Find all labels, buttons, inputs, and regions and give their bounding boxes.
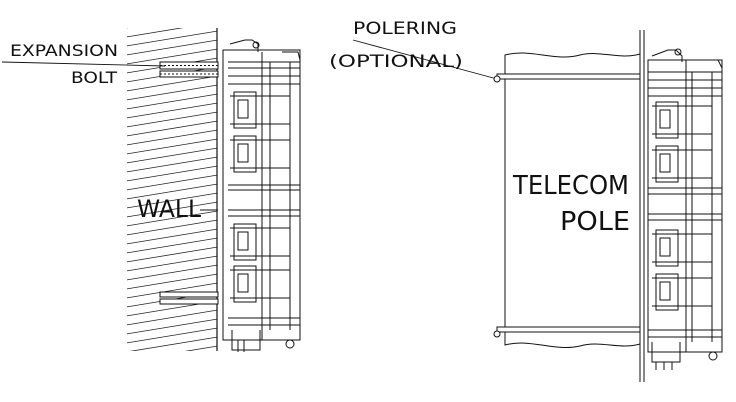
hatch-line xyxy=(127,183,217,200)
expansion-leader-line xyxy=(1,61,166,67)
wall-label: WALL xyxy=(137,195,202,223)
left-splice-trays xyxy=(230,91,290,303)
hatch-line xyxy=(127,255,217,272)
hatch-line xyxy=(127,264,217,281)
hatch-line xyxy=(184,345,217,351)
hatch-line xyxy=(127,93,217,110)
expansion-label: EXPANSION xyxy=(10,41,118,60)
splice-tray xyxy=(652,273,712,311)
lower-bolt xyxy=(159,291,219,305)
bolt-label: BOLT xyxy=(71,68,117,87)
splice-tray xyxy=(230,265,290,303)
hatch-line xyxy=(127,111,217,128)
splice-tray xyxy=(652,229,712,267)
hatch-line xyxy=(127,246,217,263)
hatch-line xyxy=(127,210,217,227)
hatch-line xyxy=(127,192,217,209)
hatch-line xyxy=(129,336,217,351)
expansion-bolt xyxy=(159,61,219,78)
hatch-line xyxy=(127,39,217,56)
right-enclosure xyxy=(647,48,723,370)
hatch-line xyxy=(127,228,217,245)
splice-tray xyxy=(652,145,712,183)
hatch-line xyxy=(127,84,217,101)
hatch-line xyxy=(120,389,230,402)
splice-tray xyxy=(230,223,290,261)
left-enclosure xyxy=(222,39,301,352)
hatch-line xyxy=(127,327,217,344)
optional-label: (OPTIONAL) xyxy=(329,52,463,72)
splice-tray xyxy=(230,135,290,173)
hatch-line xyxy=(127,165,217,182)
polering-leader-line xyxy=(352,39,498,80)
hatch-line xyxy=(127,282,217,299)
hatch-line xyxy=(127,237,217,254)
hatch-line xyxy=(127,273,217,290)
hatch-line xyxy=(127,138,217,155)
hatch-line xyxy=(120,380,230,398)
telecom-label: TELECOM xyxy=(512,171,629,201)
hatch-line xyxy=(127,156,217,173)
hatch-line xyxy=(120,353,230,371)
pole-label: POLE xyxy=(560,207,630,237)
hatch-line xyxy=(127,147,217,164)
hatch-line xyxy=(127,174,217,191)
hatch-line xyxy=(127,120,217,137)
hatch-line xyxy=(127,28,184,38)
hatch-line xyxy=(127,318,217,335)
hatch-line xyxy=(127,201,217,218)
right-splice-trays xyxy=(652,101,712,311)
mounting-plate xyxy=(639,30,645,382)
hatch-line xyxy=(127,102,217,119)
hatch-line xyxy=(120,371,230,389)
hatch-line xyxy=(127,48,217,65)
hatch-line xyxy=(127,129,217,146)
hatch-line xyxy=(120,2,230,20)
splice-tray xyxy=(230,91,290,129)
hatch-line xyxy=(127,309,217,326)
polering-label: POLERING xyxy=(353,19,457,39)
hatch-line xyxy=(127,28,129,29)
hatch-line xyxy=(127,219,217,236)
splice-tray xyxy=(652,101,712,139)
hatch-line xyxy=(120,362,230,380)
hatch-line xyxy=(127,30,217,47)
hatch-line xyxy=(120,398,230,402)
